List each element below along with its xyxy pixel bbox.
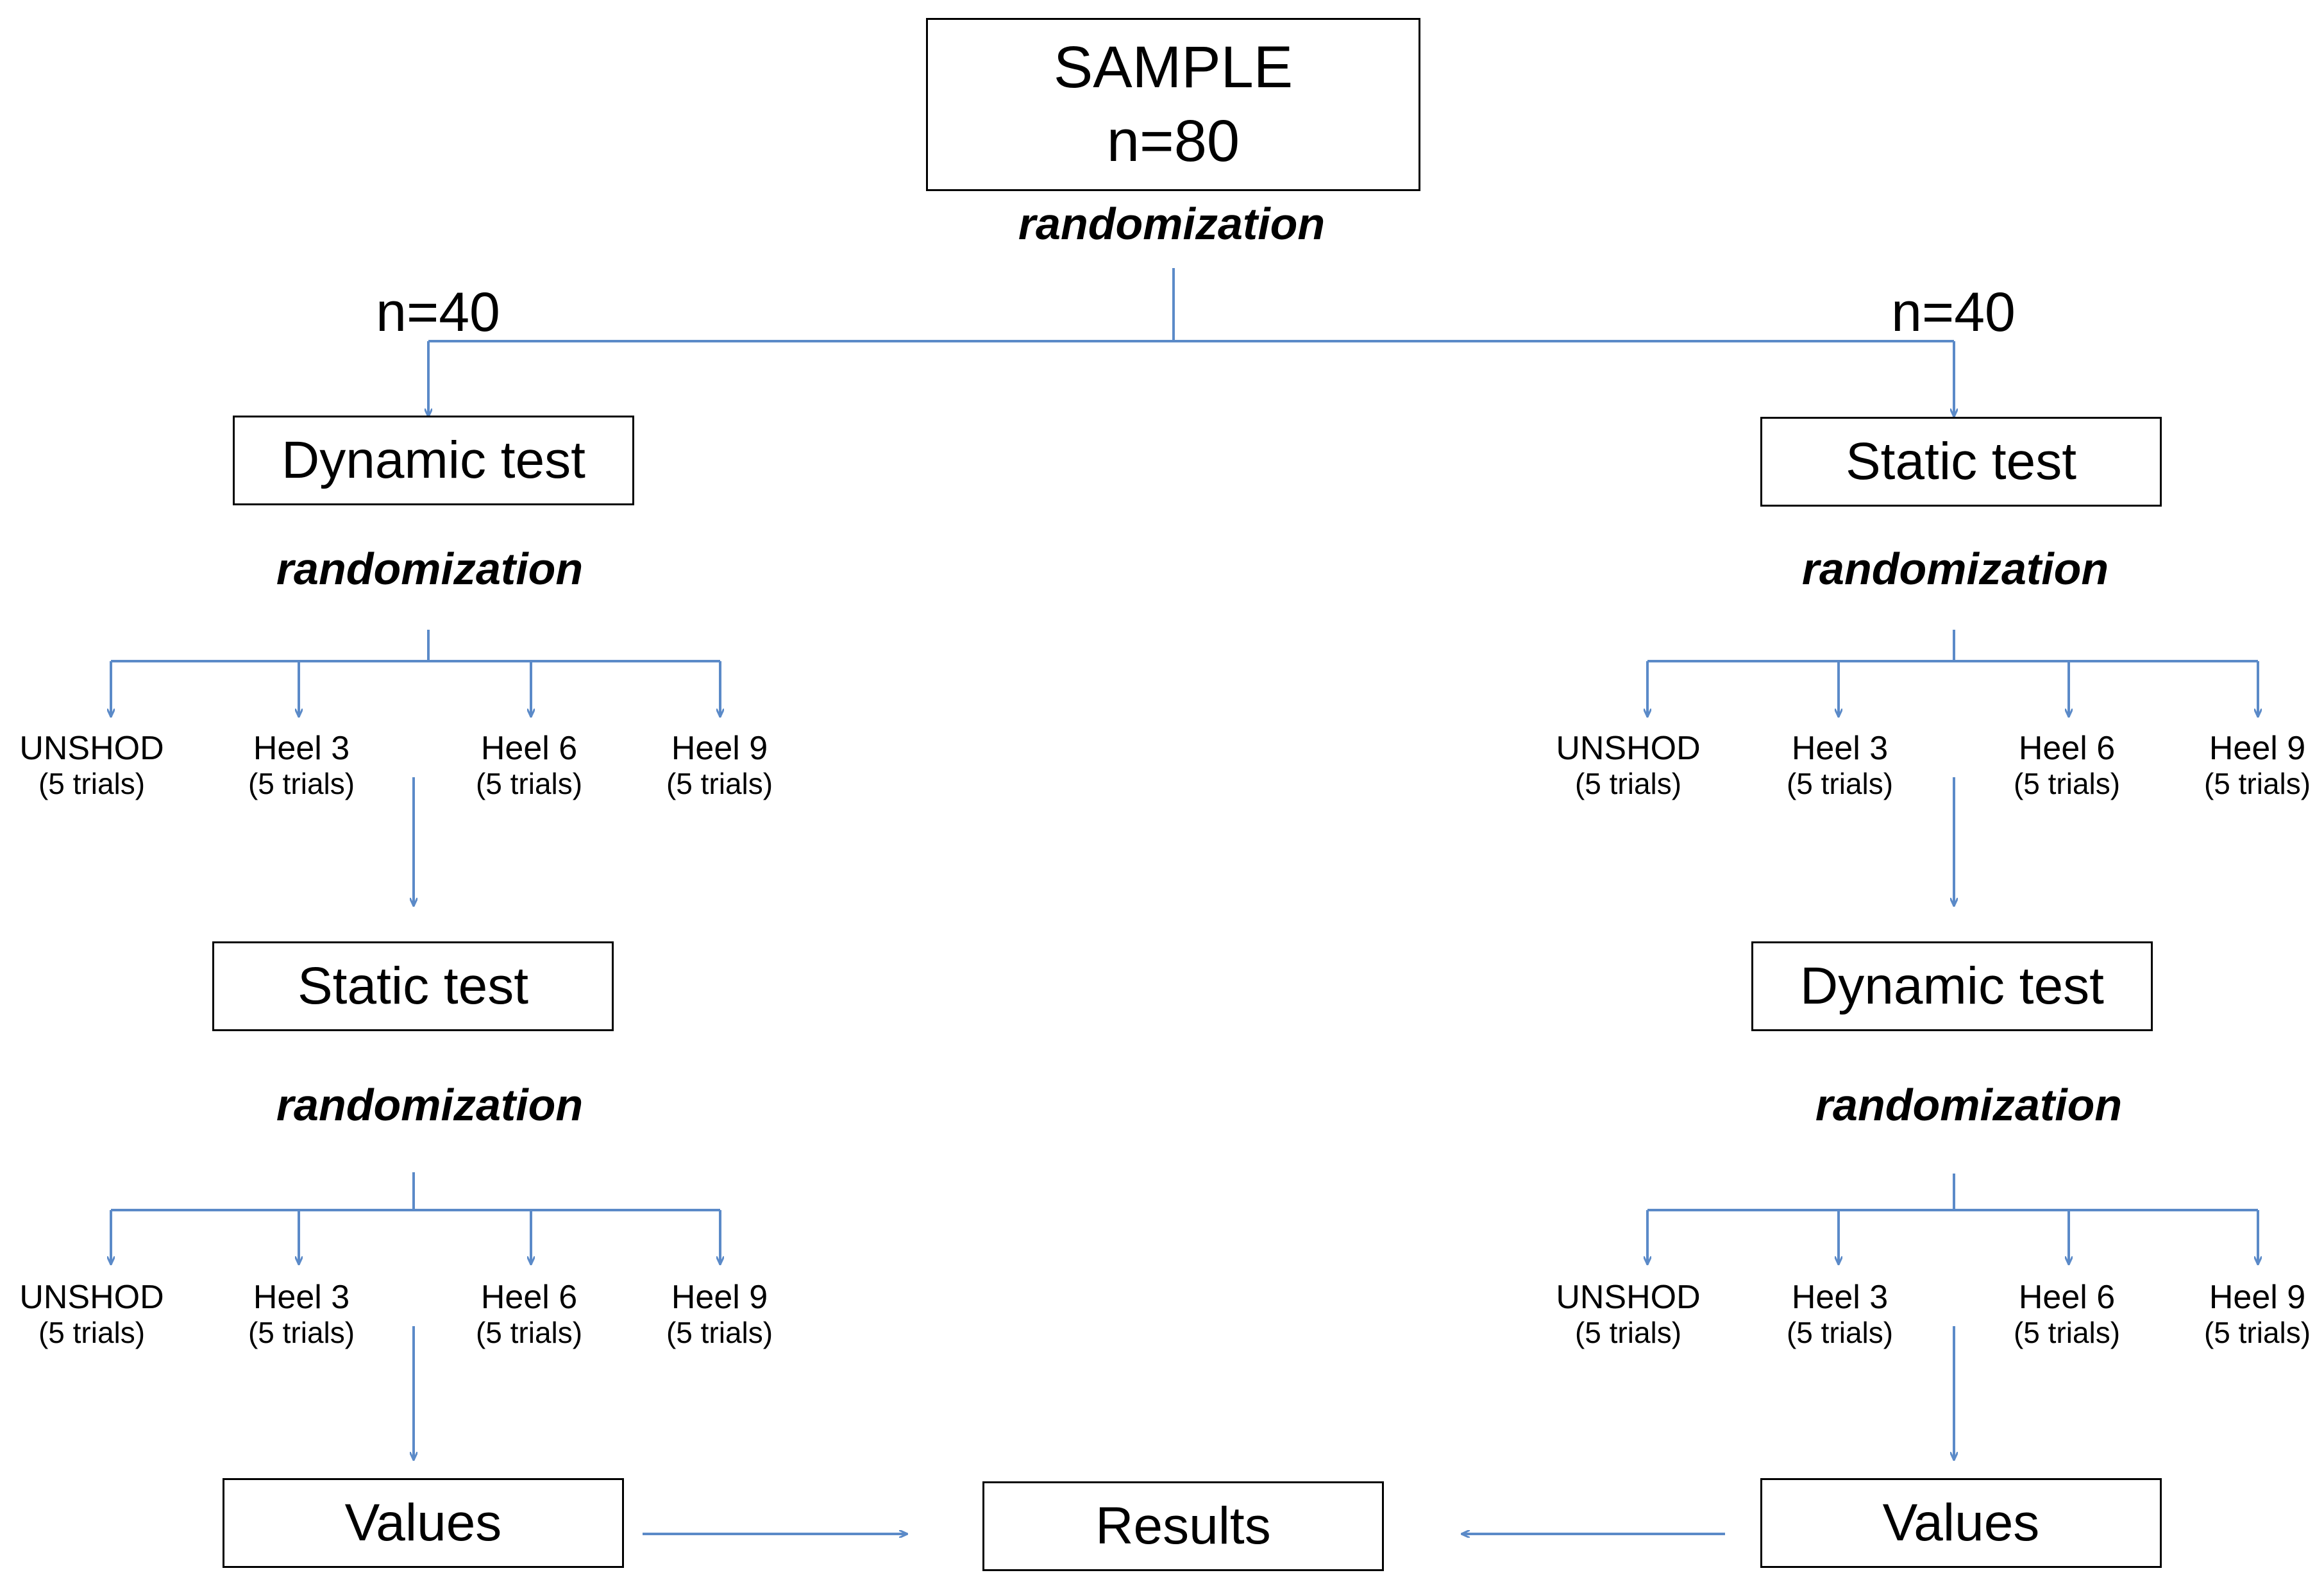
randomization-label-right-1: randomization <box>1801 544 2109 594</box>
condition-name: UNSHOD <box>19 730 164 767</box>
condition-trials: (5 trials) <box>666 1316 773 1349</box>
results-label: Results <box>1095 1497 1271 1555</box>
condition-left-2-heel9: Heel 9 (5 trials) <box>666 1279 773 1349</box>
condition-trials: (5 trials) <box>1786 1316 1894 1349</box>
condition-trials: (5 trials) <box>1786 767 1894 800</box>
condition-name: Heel 6 <box>480 730 578 767</box>
left-second-test-box: Static test <box>212 941 614 1031</box>
condition-name: UNSHOD <box>1556 730 1701 767</box>
condition-left-1-unshod: UNSHOD (5 trials) <box>19 730 164 800</box>
condition-trials: (5 trials) <box>248 1316 355 1349</box>
left-second-test-label: Static test <box>297 957 529 1015</box>
condition-name: Heel 9 <box>2209 1279 2306 1316</box>
condition-name: Heel 3 <box>253 730 350 767</box>
right-second-test-box: Dynamic test <box>1751 941 2153 1031</box>
randomization-label-right-2: randomization <box>1815 1080 2123 1130</box>
left-first-test-box: Dynamic test <box>233 416 634 505</box>
condition-trials: (5 trials) <box>475 1316 583 1349</box>
condition-trials: (5 trials) <box>248 767 355 800</box>
randomization-label-left-2: randomization <box>276 1080 584 1130</box>
condition-right-1-heel9: Heel 9 (5 trials) <box>2204 730 2311 800</box>
condition-name: Heel 3 <box>1791 730 1889 767</box>
condition-right-1-heel6: Heel 6 (5 trials) <box>2014 730 2120 800</box>
randomization-label-top: randomization <box>1018 199 1326 249</box>
condition-name: Heel 6 <box>2018 730 2116 767</box>
right-values-box: Values <box>1760 1478 2162 1568</box>
sample-size: n=80 <box>1106 108 1240 174</box>
condition-trials: (5 trials) <box>1574 767 1682 800</box>
results-box: Results <box>982 1481 1384 1571</box>
right-arm-size: n=40 <box>1891 282 2016 343</box>
condition-trials: (5 trials) <box>475 767 583 800</box>
condition-right-2-unshod: UNSHOD (5 trials) <box>1556 1279 1700 1349</box>
condition-left-2-unshod: UNSHOD (5 trials) <box>19 1279 164 1349</box>
condition-name: Heel 3 <box>1791 1279 1889 1316</box>
left-values-box: Values <box>223 1478 624 1568</box>
condition-trials: (5 trials) <box>2013 767 2121 800</box>
condition-right-2-heel6: Heel 6 (5 trials) <box>2014 1279 2120 1349</box>
left-first-test-label: Dynamic test <box>282 431 585 489</box>
sample-title: SAMPLE <box>1053 35 1293 100</box>
right-first-test-box: Static test <box>1760 417 2162 507</box>
right-values-label: Values <box>1882 1494 2040 1552</box>
condition-right-2-heel3: Heel 3 (5 trials) <box>1787 1279 1893 1349</box>
condition-name: Heel 9 <box>671 730 768 767</box>
sample-box: SAMPLE n=80 <box>926 18 1420 191</box>
right-second-test-label: Dynamic test <box>1800 957 2104 1015</box>
condition-name: Heel 6 <box>2018 1279 2116 1316</box>
left-values-label: Values <box>344 1494 502 1552</box>
condition-left-1-heel9: Heel 9 (5 trials) <box>666 730 773 800</box>
condition-right-1-heel3: Heel 3 (5 trials) <box>1787 730 1893 800</box>
condition-trials: (5 trials) <box>2013 1316 2121 1349</box>
condition-name: Heel 9 <box>2209 730 2306 767</box>
condition-trials: (5 trials) <box>38 1316 146 1349</box>
condition-left-1-heel3: Heel 3 (5 trials) <box>248 730 355 800</box>
condition-name: Heel 9 <box>671 1279 768 1316</box>
condition-trials: (5 trials) <box>1574 1316 1682 1349</box>
condition-trials: (5 trials) <box>666 767 773 800</box>
condition-right-1-unshod: UNSHOD (5 trials) <box>1556 730 1700 800</box>
right-first-test-label: Static test <box>1845 432 2077 491</box>
condition-name: Heel 6 <box>480 1279 578 1316</box>
condition-left-1-heel6: Heel 6 (5 trials) <box>476 730 582 800</box>
randomization-label-left-1: randomization <box>276 544 584 594</box>
condition-right-2-heel9: Heel 9 (5 trials) <box>2204 1279 2311 1349</box>
left-arm-size: n=40 <box>376 282 500 343</box>
condition-trials: (5 trials) <box>2203 767 2311 800</box>
condition-name: UNSHOD <box>1556 1279 1701 1316</box>
condition-left-2-heel6: Heel 6 (5 trials) <box>476 1279 582 1349</box>
condition-name: Heel 3 <box>253 1279 350 1316</box>
condition-trials: (5 trials) <box>38 767 146 800</box>
condition-left-2-heel3: Heel 3 (5 trials) <box>248 1279 355 1349</box>
condition-trials: (5 trials) <box>2203 1316 2311 1349</box>
condition-name: UNSHOD <box>19 1279 164 1316</box>
